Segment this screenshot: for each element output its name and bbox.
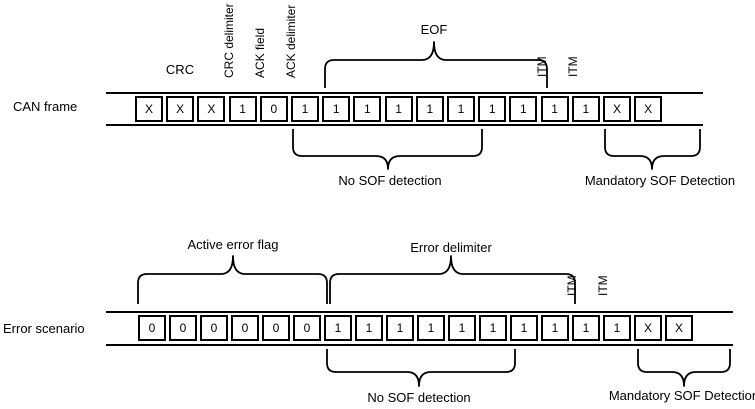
bit-cell: 1 [291, 96, 319, 122]
mandatory-sof-detection-label: Mandatory SOF Detection [584, 173, 736, 188]
no-sof-detection-brace [326, 349, 516, 387]
bit-cell: X [665, 315, 693, 341]
bit-cell: 1 [448, 315, 476, 341]
bit-cell: 1 [509, 96, 538, 122]
bit-cell: 1 [415, 96, 444, 122]
no-sof-detection-label: No SOF detection [338, 173, 442, 188]
error-scenario-rails [106, 311, 733, 346]
no-sof-detection-brace [292, 129, 483, 170]
eof-brace [324, 41, 548, 88]
bit-cell: 1 [384, 96, 413, 122]
eof-label: EOF [420, 22, 448, 37]
bit-cell: 0 [200, 315, 228, 341]
bit-cell: 1 [447, 96, 475, 122]
active-error-flag-label: Active error flag [187, 237, 279, 252]
error-scenario-row-label: Error scenario [3, 321, 85, 336]
bit-cell: X [634, 96, 663, 122]
bit-cell: 1 [479, 315, 507, 341]
bit-cell: 1 [353, 96, 382, 122]
error-delimiter-brace [329, 255, 576, 304]
bit-cell: 0 [259, 96, 288, 122]
bit-cell: 0 [231, 315, 259, 341]
bit-cell: 0 [169, 315, 197, 341]
bit-cell: X [197, 96, 226, 122]
no-sof-detection-label: No SOF detection [367, 390, 471, 405]
bit-cell: 1 [355, 315, 383, 341]
bit-cell: 1 [324, 315, 352, 341]
mandatory-sof-detection-brace [637, 349, 731, 387]
crc-label: CRC [165, 62, 195, 77]
bit-cell: 0 [138, 315, 166, 341]
bit-cell: X [603, 96, 631, 122]
bit-cell: 1 [510, 315, 538, 341]
can-frame-row-label: CAN frame [13, 99, 78, 114]
bit-cell: 0 [262, 315, 290, 341]
bit-cell: 1 [540, 96, 569, 122]
can-frame-rails [106, 92, 703, 126]
error-delimiter-label: Error delimiter [410, 240, 492, 255]
bit-cell: 1 [571, 96, 600, 122]
bit-cell: X [166, 96, 195, 122]
bit-cell: 1 [572, 315, 600, 341]
bit-cell: 1 [322, 96, 351, 122]
bit-cell: X [135, 96, 163, 122]
bit-cell: 1 [603, 315, 631, 341]
bit-cell: 1 [228, 96, 257, 122]
bit-cell: X [634, 315, 662, 341]
bit-cell: 1 [541, 315, 569, 341]
bit-cell: 0 [293, 315, 321, 341]
bit-cell: 1 [417, 315, 445, 341]
mandatory-sof-detection-label: Mandatory SOF Detection [608, 388, 755, 403]
bit-cell: 1 [386, 315, 414, 341]
active-error-flag-brace [137, 255, 328, 304]
bit-cell: 1 [478, 96, 507, 122]
mandatory-sof-detection-brace [604, 129, 701, 170]
